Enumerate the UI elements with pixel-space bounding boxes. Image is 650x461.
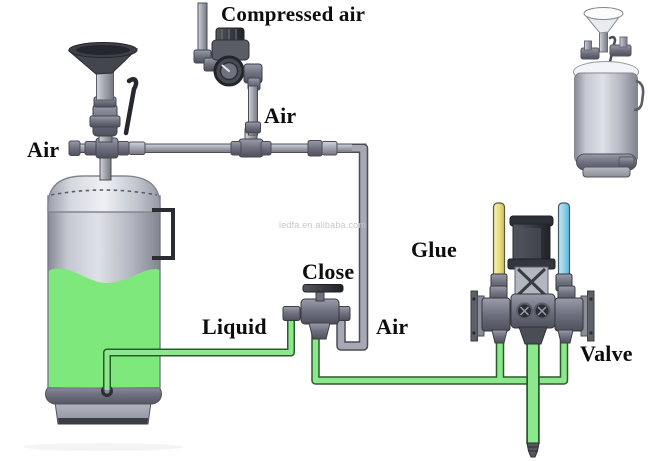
valve-lever-handle bbox=[123, 77, 139, 136]
pipe-end-cap bbox=[68, 140, 81, 156]
close-valve-handle bbox=[302, 284, 344, 293]
tank-handle bbox=[152, 208, 175, 260]
gauge-needle bbox=[221, 64, 230, 72]
manifold-run bbox=[312, 333, 567, 384]
small-valve-lever bbox=[608, 35, 617, 64]
air-downcomer-pipe bbox=[337, 144, 367, 350]
blue-tube bbox=[557, 202, 571, 280]
tank-dome bbox=[47, 175, 161, 213]
pipe-nut bbox=[117, 141, 130, 156]
label-close-valve: Close bbox=[302, 259, 355, 284]
small-tank-base bbox=[582, 166, 631, 178]
right-branch-valve bbox=[554, 297, 584, 332]
glue-supply-manifold bbox=[311, 333, 569, 458]
left-branch-valve bbox=[481, 297, 511, 332]
yellow-tube bbox=[492, 202, 506, 280]
close-valve-left-port bbox=[282, 306, 301, 321]
dispense-nozzle-tip bbox=[526, 442, 540, 458]
label-valve: Valve bbox=[580, 341, 633, 366]
label-air-regulator-line: Air bbox=[264, 103, 297, 128]
close-valve bbox=[282, 284, 351, 340]
pipe-nut bbox=[230, 141, 242, 156]
regulator-cap-ribs bbox=[221, 29, 237, 41]
glue-dispensing-valve bbox=[470, 202, 595, 345]
label-glue: Glue bbox=[411, 237, 458, 262]
air-tee-fitting bbox=[238, 138, 264, 158]
label-liquid-line: Liquid bbox=[202, 314, 267, 339]
pipe-coupling bbox=[321, 141, 338, 156]
label-air-tank-inlet: Air bbox=[27, 137, 60, 162]
label-compressed-air: Compressed air bbox=[221, 2, 366, 26]
regulator-outlet-pipe bbox=[248, 85, 258, 136]
small-tank-handle bbox=[633, 79, 645, 112]
regulator-inlet-pipe bbox=[197, 2, 208, 58]
funnel-stem bbox=[96, 69, 114, 101]
tank-top-assembly bbox=[67, 42, 139, 181]
valve-outlet-taper bbox=[518, 326, 548, 345]
main-air-pipe bbox=[68, 128, 369, 351]
dome-inlet-pipe bbox=[99, 155, 112, 181]
tank-shadow bbox=[23, 443, 183, 451]
pipe-nut bbox=[260, 141, 272, 156]
liquid-pipe bbox=[103, 315, 295, 390]
air-pressure-regulator bbox=[193, 2, 263, 136]
liquid-pipe-run bbox=[104, 315, 294, 390]
watermark-text: ledfa.en.alibaba.com bbox=[279, 220, 367, 230]
liquid-fill bbox=[48, 268, 160, 387]
pipe-nut bbox=[84, 141, 98, 156]
small-tank-body bbox=[574, 72, 638, 164]
pipe-coupling bbox=[307, 140, 323, 157]
label-air-close-line: Air bbox=[376, 314, 409, 339]
pressure-tank bbox=[23, 175, 183, 451]
close-valve-body bbox=[300, 298, 340, 325]
close-valve-bottom-port bbox=[308, 322, 331, 340]
pipe-nut bbox=[245, 121, 261, 134]
reference-tank-thumbnail bbox=[573, 7, 645, 178]
pipe-union bbox=[128, 141, 146, 155]
